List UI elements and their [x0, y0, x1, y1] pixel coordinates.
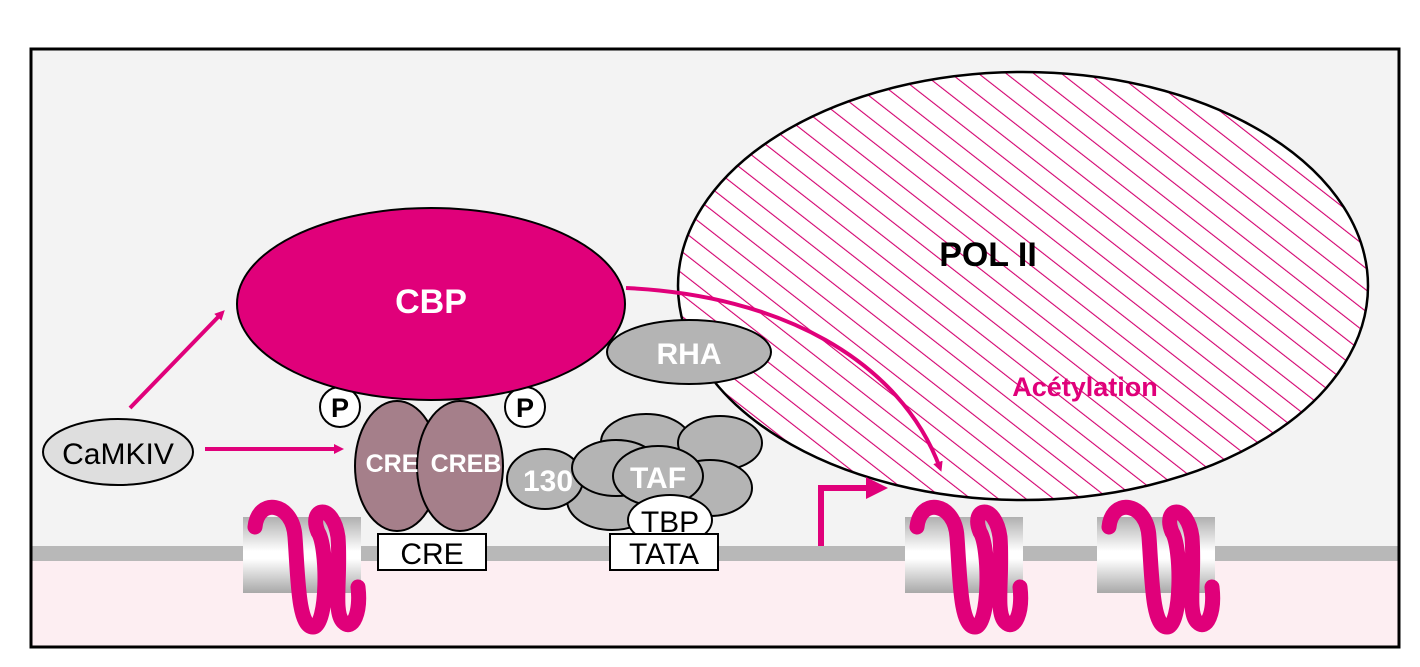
histone-coil-icon — [909, 499, 1029, 635]
taf-cluster: 130 TAF TBP — [506, 413, 763, 546]
tata-box-label: TATA — [629, 538, 699, 571]
rha-protein: RHA — [606, 319, 772, 385]
cbp-label: CBP — [395, 283, 467, 321]
creb-right — [416, 400, 504, 532]
frame-border — [29, 47, 1401, 649]
creb-dimer: CRE CREB — [354, 400, 504, 532]
phosphate-right: P — [504, 386, 546, 428]
tata-box-rect — [609, 533, 719, 571]
cre-box: CRE — [377, 533, 487, 571]
creb-left-label: CRE — [366, 450, 419, 478]
arrow-camkiv-to-cbp — [128, 310, 225, 410]
cbp-ellipse — [236, 207, 626, 401]
protein-130-label: 130 — [523, 465, 573, 498]
rha-ellipse — [606, 319, 772, 385]
camkiv-label: CaMKIV — [62, 438, 174, 471]
histone-1 — [243, 499, 367, 635]
acetylation-label: Acétylation — [1012, 372, 1158, 402]
rha-label: RHA — [657, 338, 722, 371]
phosphate-label: P — [516, 393, 534, 423]
creb-right-label: CREB — [431, 450, 502, 478]
histone-coil-icon — [1101, 499, 1221, 635]
arrow-cbp-acetylation — [625, 286, 943, 472]
pol2-complex: POL II Acétylation — [676, 70, 1370, 502]
pol2-ellipse — [676, 70, 1370, 502]
histone-3 — [1097, 499, 1221, 635]
arrows — [128, 286, 943, 546]
cre-box-label: CRE — [400, 538, 463, 571]
taf-label: TAF — [630, 462, 686, 495]
histone-coil-icon — [247, 499, 367, 635]
phosphate-left: P — [319, 386, 361, 428]
transcription-start-arrow-icon — [818, 477, 888, 546]
camkiv-ellipse — [42, 418, 194, 486]
cbp-protein: CBP — [236, 207, 626, 401]
pol2-label: POL II — [939, 236, 1037, 274]
tata-box: TATA — [609, 533, 719, 571]
cre-box-rect — [377, 533, 487, 571]
phosphate-label: P — [331, 393, 349, 423]
histone-2 — [905, 499, 1029, 635]
camkiv-kinase: CaMKIV — [42, 418, 194, 486]
